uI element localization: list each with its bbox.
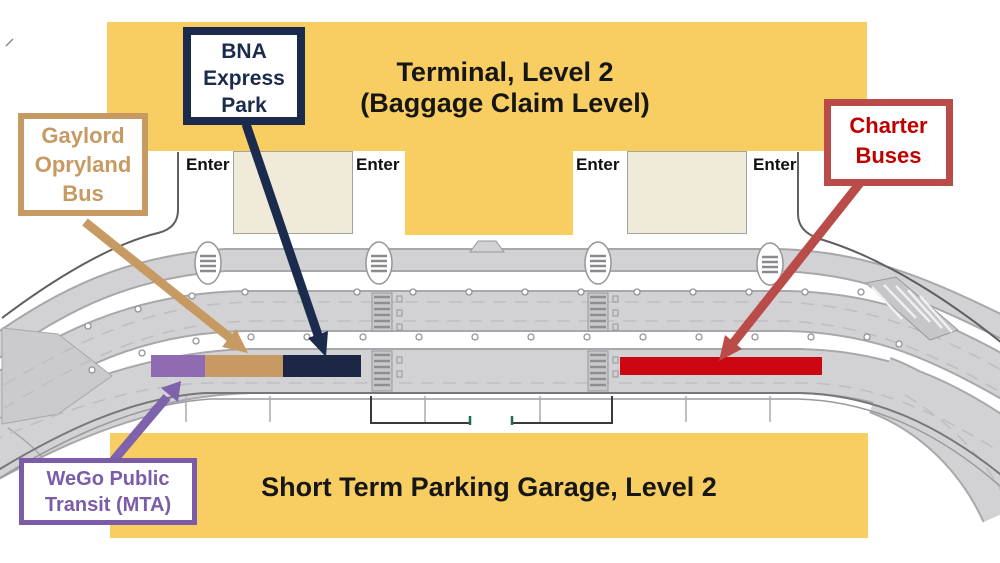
wego-transit-callout: WeGo Public Transit (MTA) bbox=[19, 458, 197, 525]
crosswalk-ladders bbox=[371, 292, 609, 392]
gaylord-zone bbox=[205, 355, 283, 377]
bna-callout-line1: BNA bbox=[221, 40, 267, 63]
garage-outline bbox=[185, 396, 771, 425]
terminal-label: Terminal, Level 2 (Baggage Claim Level) bbox=[125, 57, 885, 119]
bna-express-park-callout: BNA Express Park bbox=[183, 27, 305, 125]
charter-buses-callout: Charter Buses bbox=[824, 99, 953, 186]
terminal-center-section bbox=[405, 150, 573, 235]
crosswalk-oval-1 bbox=[194, 241, 222, 285]
road-bump bbox=[469, 240, 505, 253]
crosswalk-ovals bbox=[194, 240, 784, 286]
terminal-label-line2: (Baggage Claim Level) bbox=[360, 88, 650, 118]
crosswalk-oval-2 bbox=[365, 241, 393, 285]
charter-callout-line2: Buses bbox=[855, 143, 922, 168]
curb-zones bbox=[151, 355, 822, 377]
parking-garage-label: Short Term Parking Garage, Level 2 bbox=[261, 472, 717, 502]
bna-callout-line2: Express bbox=[203, 67, 285, 90]
median-dots bbox=[84, 288, 903, 374]
crosswalk-oval-3 bbox=[584, 241, 612, 285]
enter-label-3: Enter bbox=[576, 155, 620, 174]
gaylord-arrow bbox=[82, 218, 248, 353]
gaylord-callout-line3: Bus bbox=[62, 181, 104, 206]
crosswalk-oval-4 bbox=[756, 242, 784, 286]
gaylord-callout-line2: Opryland bbox=[34, 152, 132, 177]
terminal-label-line1: Terminal, Level 2 bbox=[396, 57, 614, 87]
bna-express-zone bbox=[283, 355, 361, 377]
terminal-vestibule-right bbox=[627, 151, 747, 234]
charter-callout-line1: Charter bbox=[849, 113, 928, 138]
wego-callout-line1: WeGo Public bbox=[46, 468, 170, 490]
bna-callout-line3: Park bbox=[221, 94, 267, 117]
enter-label-2: Enter bbox=[356, 155, 400, 174]
enter-label-4: Enter bbox=[753, 155, 797, 174]
merge-hatch bbox=[864, 276, 959, 341]
road-left-wedge bbox=[1, 327, 113, 425]
charter-zone bbox=[620, 357, 822, 375]
enter-label-1: Enter bbox=[186, 155, 230, 174]
door-glyphs bbox=[396, 295, 619, 378]
gaylord-callout-line1: Gaylord bbox=[41, 123, 125, 148]
terminal-vestibule-left bbox=[233, 151, 353, 234]
wego-zone bbox=[151, 355, 205, 377]
gaylord-opryland-callout: Gaylord Opryland Bus bbox=[18, 113, 148, 216]
wego-callout-line2: Transit (MTA) bbox=[44, 494, 172, 516]
